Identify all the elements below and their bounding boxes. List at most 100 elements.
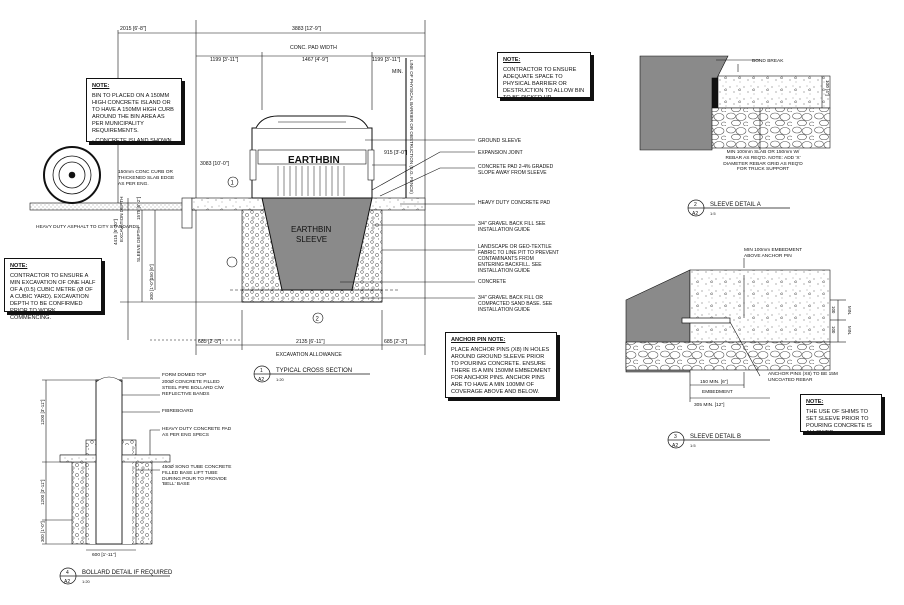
sleeve-b-scale: 1:5 [690, 443, 696, 448]
sleeve-b-dim-2: 100 [831, 326, 836, 334]
bollard-callout-domed-top: FORM DOMED TOP [162, 372, 206, 378]
title-text: 1 A2 TYPICAL CROSS SECTION 1:20 2 A2 SLE… [64, 202, 761, 585]
bollard-scale: 1:20 [82, 579, 91, 584]
dim-1575: 1575 [5'-2"] [136, 197, 141, 220]
sleeve-b-embedment: EMBEDMENT [702, 389, 733, 395]
bollard-title: BOLLARD DETAIL IF REQUIRED [82, 570, 173, 576]
callout-gravel-backfill: 3/4" GRAVEL BACK FILL SEE INSTALLATION G… [478, 221, 546, 233]
note-adequate-space: NOTE: CONTRACTOR TO ENSURE ADEQUATE SPAC… [497, 52, 591, 101]
dim-bottom-right: 685 [2'-3"] [384, 339, 408, 345]
title-blocks [59, 199, 790, 585]
dim-overall: 3883 [12'-9"] [292, 26, 322, 32]
sleeve-a-text: BOND BREAK 100 [4"] [752, 58, 830, 96]
sleeve-b-150: 150 MIN. [6"] [700, 379, 728, 385]
typical-num: 1 [260, 368, 263, 374]
sleeve-a-title: SLEEVE DETAIL A [710, 202, 761, 208]
dim-4415: 4415 [5'-10"] [113, 219, 118, 245]
sleeve-b-305: 305 MIN. [12"] [694, 402, 725, 408]
note-1-text: BIN TO PLACED ON A 150mm HIGH CONCRETE I… [92, 92, 174, 134]
sleeve-label-1: EARTHBIN [291, 225, 332, 234]
dim-300: 300 [1'-0"] [149, 279, 154, 300]
dim-seg1: 1199 [3'-11"] [210, 57, 239, 63]
sleeve-a-sheet: A2 [692, 211, 698, 217]
asphalt-label-line: HEAVY DUTY ASPHALT TO CITY STANDARDS [36, 224, 139, 230]
note-2-text: CONTRACTOR TO ENSURE ADEQUATE SPACE TO P… [503, 66, 585, 101]
bollard-dim-600: 600 [1'-11"] [92, 552, 116, 558]
dim-min: MIN. [392, 69, 403, 75]
bollard-callout-pipe: 200Ø CONCRETE FILLED STEEL PIPE BOLLARD … [162, 380, 224, 397]
dim-3083: 3083 [10'-0"] [200, 161, 230, 167]
dim-pad-width: CONC. PAD WIDTH [290, 45, 337, 51]
note-concrete-island: NOTE: BIN TO PLACED ON A 150mm HIGH CONC… [86, 78, 182, 144]
typical-sheet: A2 [258, 377, 264, 383]
callout-ground-sleeve: GROUND SLEEVE [478, 138, 522, 144]
note-5-heading: NOTE: [806, 399, 824, 405]
bollard-callout-pad: HEAVY DUTY CONCRETE PAD AS PER ENG SPECS [162, 427, 232, 438]
dim-150: 150 [6"] [149, 264, 154, 280]
callout-expansion-joint: EXPANSION JOINT [478, 150, 523, 156]
callout-heavy-duty-pad: HEAVY DUTY CONCRETE PAD [478, 200, 551, 206]
right-callouts: GROUND SLEEVE EXPANSION JOINT [478, 138, 523, 156]
bollard-sheet: A2 [64, 579, 70, 585]
earthbin-label: EARTHBIN [288, 155, 340, 166]
note-shims: NOTE: THE USE OF SHIMS TO SET SLEEVE PRI… [800, 394, 882, 436]
sleeve-detail-b [625, 258, 846, 402]
note-1-heading: NOTE: [92, 83, 110, 89]
sleeve-a-num: 2 [694, 202, 697, 208]
bollard-detail [42, 376, 171, 551]
typical-text: 2015 [6'-8"] 3883 [12'-9"] CONC. PAD WID… [113, 26, 414, 358]
dim-bottom-mid: 2135 [6'-11"] [296, 339, 325, 345]
left-labels: HEAVY DUTY ASPHALT TO CITY STANDARDS [36, 224, 139, 230]
bollard-text: FORM DOMED TOP 1200 [3'-11"] 1200 [3'-11… [40, 372, 206, 558]
typical-scale: 1:20 [276, 377, 285, 382]
marker-1: 1 [231, 181, 235, 187]
sleeve-b-num: 3 [674, 434, 677, 440]
callout-concrete-pad-slope: CONCRETE PAD 2-4% GRADED SLOPE AWAY FROM… [478, 164, 554, 176]
sleeve-b-min-1: MIN. [847, 306, 852, 315]
typical-cross-section [29, 20, 475, 355]
bollard-callout-fibreboard: FIBREBOARD [162, 409, 194, 414]
note-3-text: CONTRACTOR TO ENSURE A MIN EXCAVATION OF… [10, 272, 96, 321]
dim-915: 915 [3'-0"] [384, 150, 408, 156]
slab-100-label: 100 [4"] [825, 80, 830, 96]
bollard-dim-300: 300 [1'-0"] [40, 521, 45, 542]
dim-seg2: 1467 [4'-9"] [302, 57, 329, 63]
bollard-callout-sonotube: 450Ø SONO TUBE CONCRETE FILLED BASE LIFT… [162, 465, 232, 488]
anchor-pins-label: ANCHOR PINS (X8) TO BE 15M UNCOATED REBA… [768, 372, 838, 383]
dim-left-top: 2015 [6'-8"] [120, 26, 147, 32]
sleeve-b-title: SLEEVE DETAIL B [690, 434, 741, 440]
sleeve-label-2: SLEEVE [296, 235, 327, 244]
bollard-num: 4 [66, 570, 69, 576]
dim-bottom-left: 685 [2'-3"] [198, 339, 222, 345]
sleeve-a-slab-note: MIN 100mm SLAB OR 150mm W/ REBAR AS REQ'… [723, 150, 803, 173]
excavation-depth-label: EXCAVATION DEPTH [119, 197, 124, 242]
bollard-dim-1200b: 1200 [3'-11"] [40, 480, 45, 505]
excavation-allowance-label: EXCAVATION ALLOWANCE [276, 352, 342, 358]
note-3-heading: NOTE: [10, 263, 28, 269]
callout-concrete: CONCRETE [478, 279, 507, 285]
callout-sand-base: 3/4" GRAVEL BACK FILL OR COMPACTED SAND … [478, 295, 553, 313]
typical-title: TYPICAL CROSS SECTION [276, 368, 352, 374]
note-4-heading: ANCHOR PIN NOTE: [451, 337, 506, 343]
note-4-text: PLACE ANCHOR PINS (X8) IN HOLES AROUND G… [451, 346, 551, 395]
note-2-heading: NOTE: [503, 57, 521, 63]
sleeve-detail-a [639, 55, 831, 151]
note-anchor-pin: ANCHOR PIN NOTE: PLACE ANCHOR PINS (X8) … [445, 332, 557, 398]
min-embed-label: MIN 100mm EMBEDMENT ABOVE ANCHOR PIN [744, 248, 803, 259]
dim-seg3: 1199 [3'-11"] [372, 57, 401, 63]
note-excavation: NOTE: CONTRACTOR TO ENSURE A MIN EXCAVAT… [4, 258, 102, 321]
note-5-text: THE USE OF SHIMS TO SET SLEEVE PRIOR TO … [806, 408, 872, 436]
sleeve-a-scale: 1:5 [710, 211, 716, 216]
marker-2: 2 [316, 317, 320, 323]
sleeve-b-sheet: A2 [672, 443, 678, 449]
sleeve-b-text: MIN. MIN. 100 100 150 MIN. [6"] EMBEDMEN… [694, 306, 852, 408]
bollard-dim-1200: 1200 [3'-11"] [40, 400, 45, 425]
marker-labels: 1 2 [231, 181, 320, 323]
property-line-label: LINE OF PHYSICAL BARRIER OR OBSTRUCTION … [409, 60, 414, 194]
note-1-text-2: - CONCRETE ISLAND SHOWN [92, 137, 172, 144]
sleeve-depth-label: SLEEVE DEPTH [136, 227, 141, 262]
callout-geotextile: LANDSCAPE OR GEO-TEXTILE FABRIC TO LINE … [478, 244, 559, 274]
curb-label: 150mm CONC CURB OR THICKENED SLAB EDGE A… [118, 170, 175, 187]
bond-break-label: BOND BREAK [752, 58, 784, 64]
